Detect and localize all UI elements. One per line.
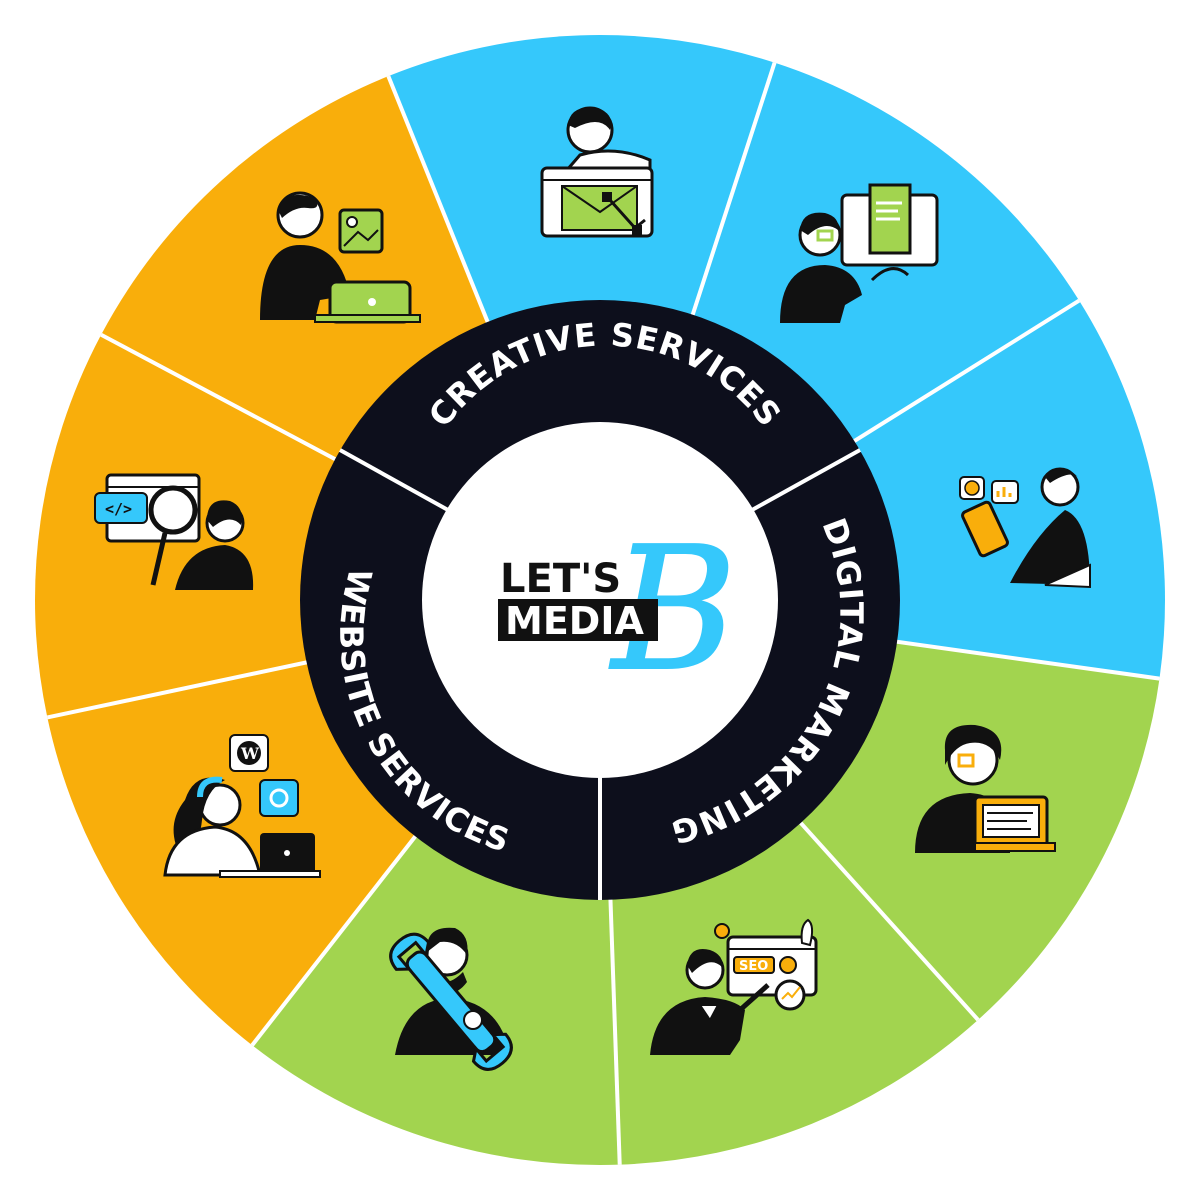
maintenance-wrench-icon — [389, 927, 513, 1071]
seo-label: SEO — [739, 959, 768, 974]
content-writer-icon — [780, 183, 939, 323]
graphic-designer-icon — [260, 191, 421, 324]
logo-line2: MEDIA — [505, 599, 644, 643]
social-media-icon — [959, 467, 1091, 589]
email-design-icon — [540, 106, 654, 238]
ring-divider-top-right — [751, 448, 861, 512]
seo-analytics-icon: SEO — [650, 918, 818, 1055]
wordpress-support-icon: W — [163, 734, 321, 878]
logo-line1: LET'S — [500, 556, 621, 602]
code-review-icon: </> — [94, 473, 254, 590]
ring-divider-top-left — [339, 448, 449, 512]
logo-media-bar — [498, 599, 658, 641]
copywriting-laptop-icon — [915, 724, 1056, 853]
wordpress-mark: W — [240, 744, 260, 763]
code-label: </> — [105, 500, 132, 518]
lets-b-media-logo: B LET'S MEDIA — [498, 510, 738, 710]
